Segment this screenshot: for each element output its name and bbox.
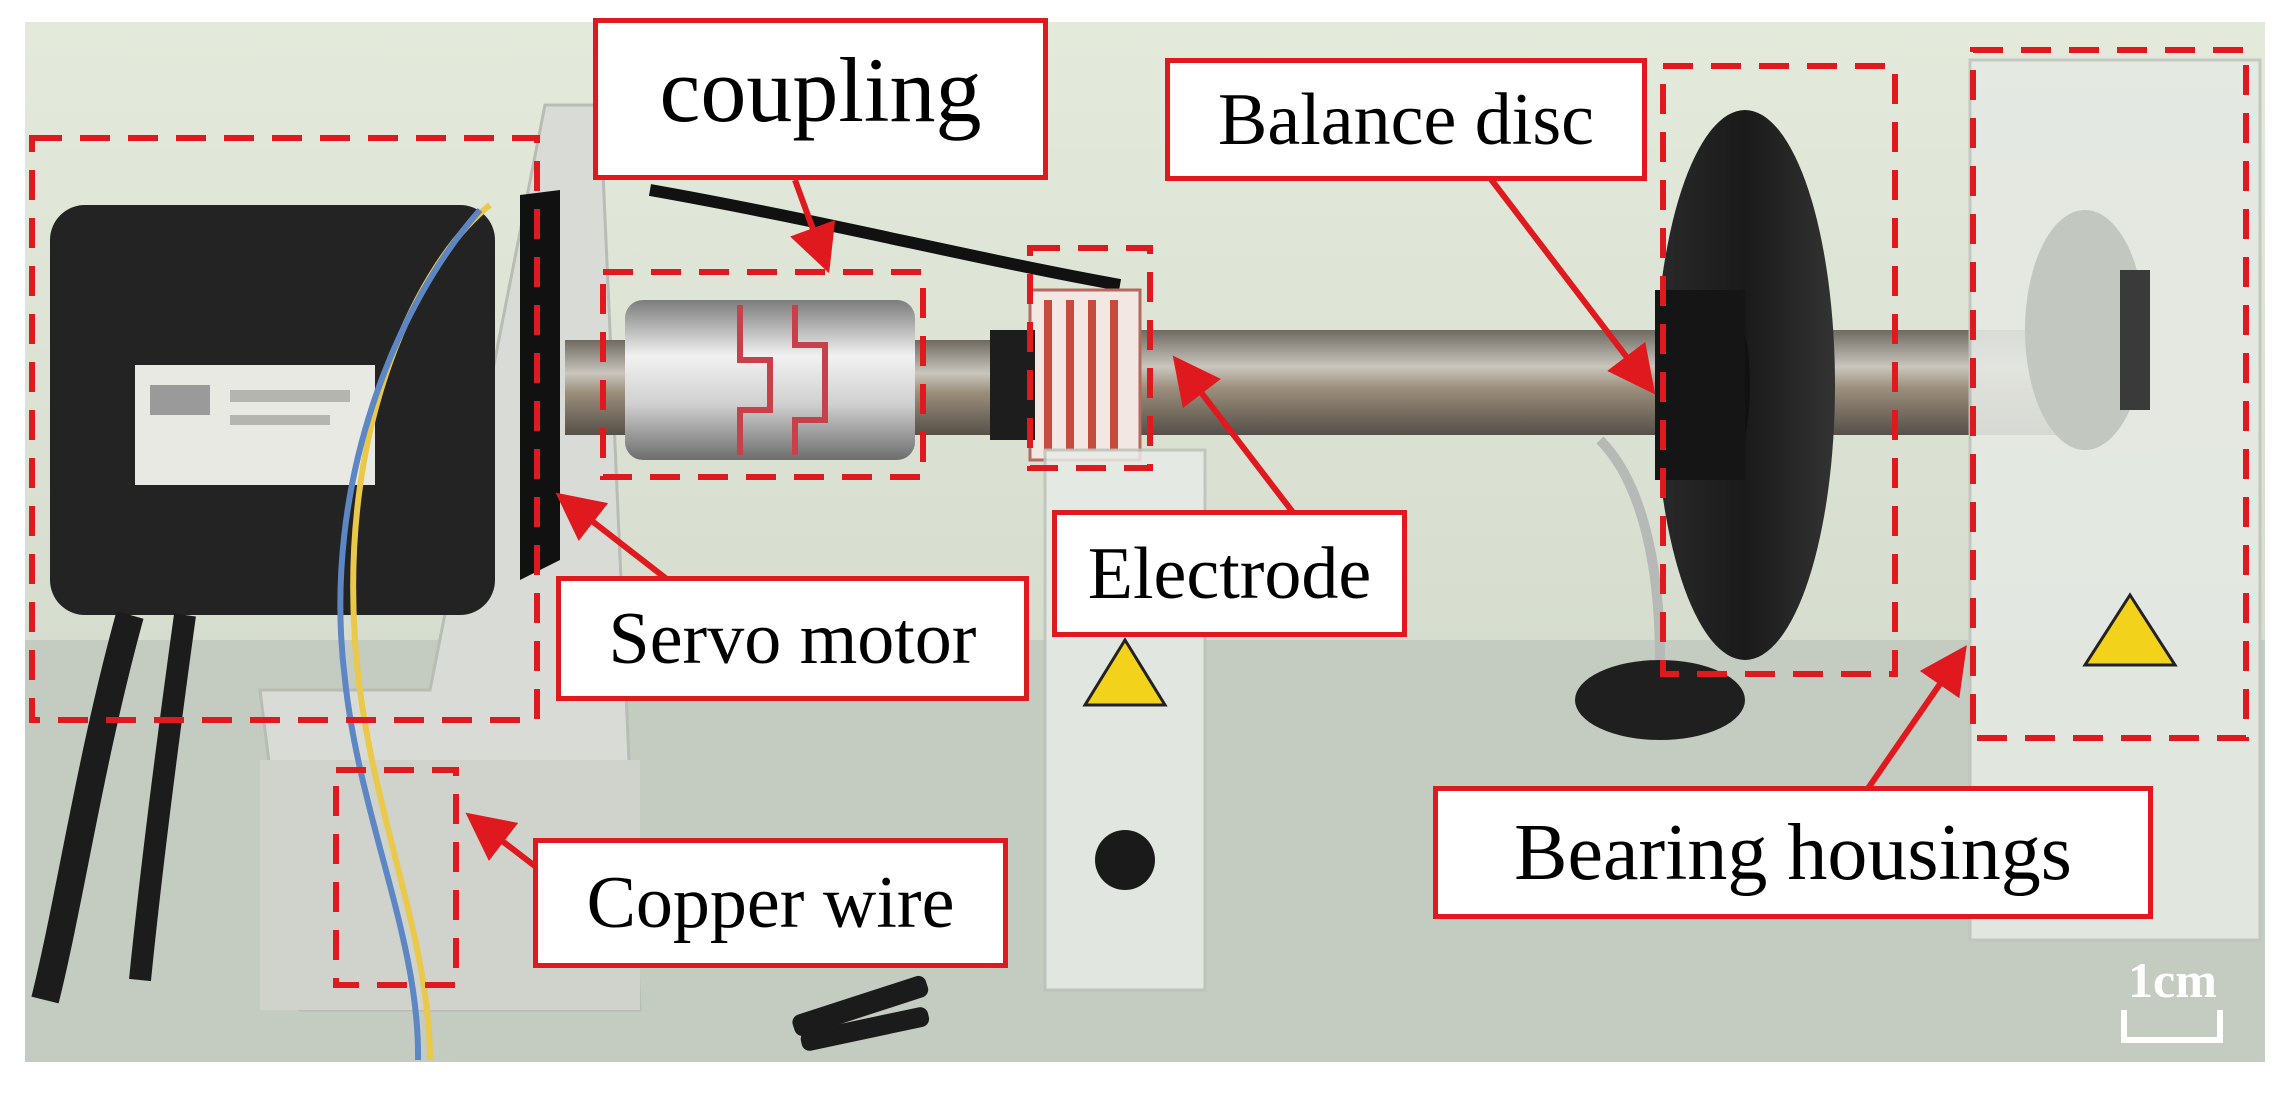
balance-disc-label: Balance disc [1165,58,1647,181]
electrode-lead [648,184,1122,291]
black-cable [31,611,144,1004]
loose-bolts [792,975,930,1051]
warning-sign-2 [2082,592,2178,667]
annotation-boxes [29,47,2249,988]
annotation-arrows [465,176,1967,873]
electrode-box [1027,245,1153,471]
electrode-arrow [1172,355,1298,517]
motor-flange [520,190,560,580]
displacement-sensor [1575,660,1745,740]
coupling-box [600,269,926,480]
copper-wire-label: Copper wire [533,838,1008,968]
copper-wire-blue [337,208,483,1061]
scale-bar [2121,1010,2223,1043]
balance-disc-box [1660,63,1898,677]
balance-disc-arrow [1487,176,1656,395]
scale-bar-label: 1cm [2128,952,2217,1008]
warning-sign-1 [1082,637,1168,707]
electrode-label: Electrode [1052,510,1407,637]
servo-motor-box [29,135,540,723]
bearing-housings-label: Bearing housings [1433,786,2153,919]
copper-wire-box [333,767,459,988]
servo-motor-arrow [555,492,670,583]
coupling-label: coupling [593,18,1048,180]
servo-motor-label: Servo motor [556,576,1029,701]
coupling-arrow [790,178,836,274]
copper-wire-arrow [465,812,542,873]
support-bolt [1095,830,1155,890]
bearing-housings-arrow [1857,645,1967,802]
